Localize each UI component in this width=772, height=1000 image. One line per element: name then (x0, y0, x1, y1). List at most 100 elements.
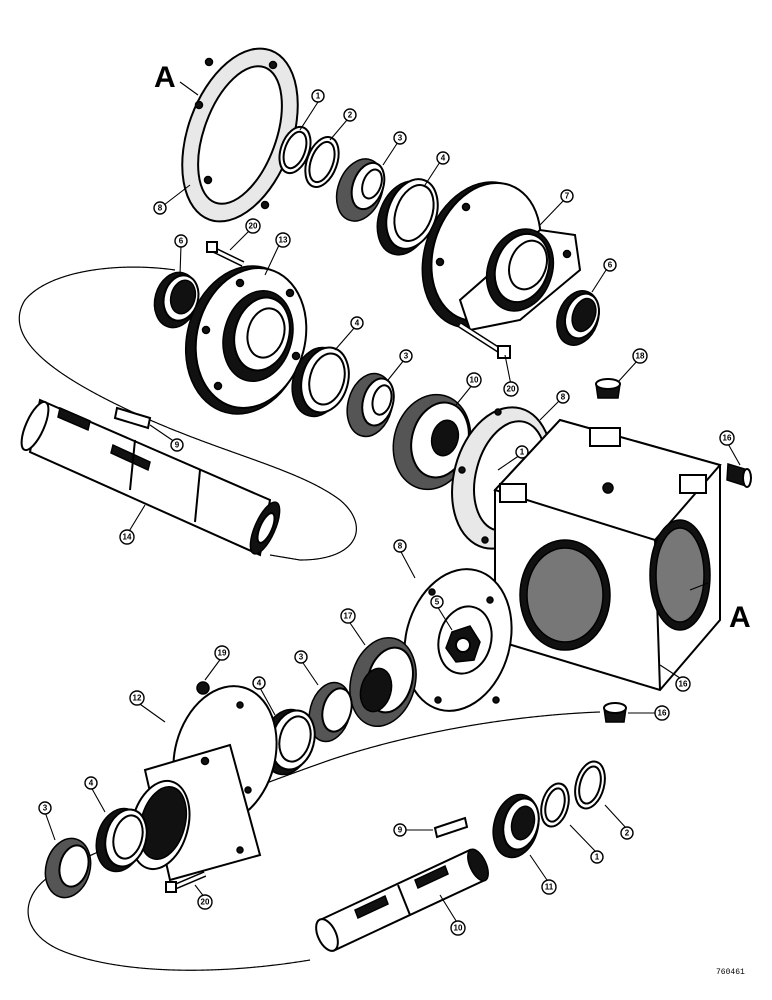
callout: 3 (399, 349, 413, 363)
bearing-cup-middle (291, 346, 350, 418)
svg-text:9: 9 (398, 826, 403, 835)
svg-text:4: 4 (441, 154, 446, 163)
svg-text:20: 20 (249, 222, 258, 231)
callout: 14 (119, 529, 135, 545)
callout: 9 (393, 823, 407, 837)
callout: 4 (84, 776, 98, 790)
seal-lower (492, 793, 540, 859)
seal-right (556, 290, 600, 346)
callout: 16 (675, 676, 691, 692)
svg-text:13: 13 (279, 236, 288, 245)
svg-text:16: 16 (723, 434, 732, 443)
flange-housing-7 (421, 181, 582, 332)
callout: 19 (214, 645, 230, 661)
housing-12 (129, 685, 278, 882)
bearing-cone-lower (308, 681, 353, 743)
callout: 10 (450, 920, 466, 936)
callout: 9 (170, 438, 184, 452)
callout: 3 (393, 131, 407, 145)
svg-text:6: 6 (179, 237, 184, 246)
bearing-cone-upper (335, 158, 386, 222)
svg-text:16: 16 (679, 680, 688, 689)
callout: 20 (245, 218, 261, 234)
bearing-cup-upper (376, 178, 439, 256)
snap-ring-upper (278, 125, 312, 175)
callout: 2 (343, 108, 357, 122)
callout: 20 (197, 894, 213, 910)
svg-text:4: 4 (355, 319, 360, 328)
svg-text:12: 12 (133, 694, 142, 703)
svg-text:3: 3 (404, 352, 409, 361)
grease-fitting (196, 681, 210, 695)
svg-text:2: 2 (625, 829, 630, 838)
svg-text:10: 10 (454, 924, 463, 933)
svg-text:1: 1 (316, 92, 321, 101)
shaft-14 (20, 398, 281, 557)
callout: 16 (654, 705, 670, 721)
svg-text:8: 8 (561, 393, 566, 402)
bearing-cup-far (95, 807, 148, 873)
gearbox-housing (493, 418, 722, 692)
svg-text:3: 3 (398, 134, 403, 143)
key-upper (113, 406, 152, 430)
callout: 6 (603, 258, 617, 272)
drawing-number: 760461 (716, 968, 745, 977)
shim-lower (574, 760, 606, 810)
svg-text:14: 14 (123, 533, 132, 542)
cap-screw-middle (458, 322, 511, 359)
svg-text:8: 8 (158, 204, 163, 213)
bevel-gear-lower (349, 637, 417, 727)
callout: 11 (541, 879, 557, 895)
callout: 3 (38, 801, 52, 815)
reference-letter-top: A (154, 61, 176, 94)
svg-text:1: 1 (520, 448, 525, 457)
svg-text:17: 17 (344, 612, 353, 621)
callout: 2 (620, 826, 634, 840)
svg-text:4: 4 (257, 679, 262, 688)
snap-ring-lower (540, 782, 570, 828)
key-lower (433, 816, 469, 839)
callout: 8 (393, 539, 407, 553)
gasket-upper (181, 47, 299, 223)
callout: 20 (503, 381, 519, 397)
callout: 18 (632, 348, 648, 364)
callout: 6 (174, 234, 188, 248)
callout: 4 (436, 151, 450, 165)
svg-text:2: 2 (348, 111, 353, 120)
svg-text:16: 16 (658, 709, 667, 718)
bearing-cone-middle (346, 372, 395, 438)
svg-text:19: 19 (218, 649, 227, 658)
reference-letter-right: A (729, 601, 751, 634)
callout: 1 (590, 850, 604, 864)
svg-text:11: 11 (545, 883, 554, 892)
svg-text:18: 18 (636, 352, 645, 361)
svg-text:4: 4 (89, 779, 94, 788)
callout: 13 (275, 232, 291, 248)
plug-top (595, 378, 621, 399)
plug-bottom (603, 702, 627, 723)
bearing-cone-far (44, 837, 92, 899)
cap-screw-upper (206, 241, 245, 267)
shim-upper (304, 136, 340, 188)
flange-housing-13 (184, 265, 308, 415)
svg-text:1: 1 (595, 853, 600, 862)
svg-text:20: 20 (507, 385, 516, 394)
svg-text:5: 5 (435, 598, 440, 607)
callout: 8 (153, 201, 167, 215)
leader-lines (44, 81, 741, 925)
bevel-gear-upper (392, 393, 472, 491)
callout: 10 (466, 372, 482, 388)
svg-text:7: 7 (565, 192, 570, 201)
svg-text:3: 3 (43, 804, 48, 813)
bearing-cup-lower (261, 708, 316, 776)
svg-text:10: 10 (470, 376, 479, 385)
callout: 1 (515, 445, 529, 459)
callout: 5 (430, 595, 444, 609)
nut-5 (445, 625, 481, 663)
svg-text:6: 6 (608, 261, 613, 270)
callout: 12 (129, 690, 145, 706)
seal-left (153, 271, 200, 329)
svg-text:8: 8 (398, 542, 403, 551)
